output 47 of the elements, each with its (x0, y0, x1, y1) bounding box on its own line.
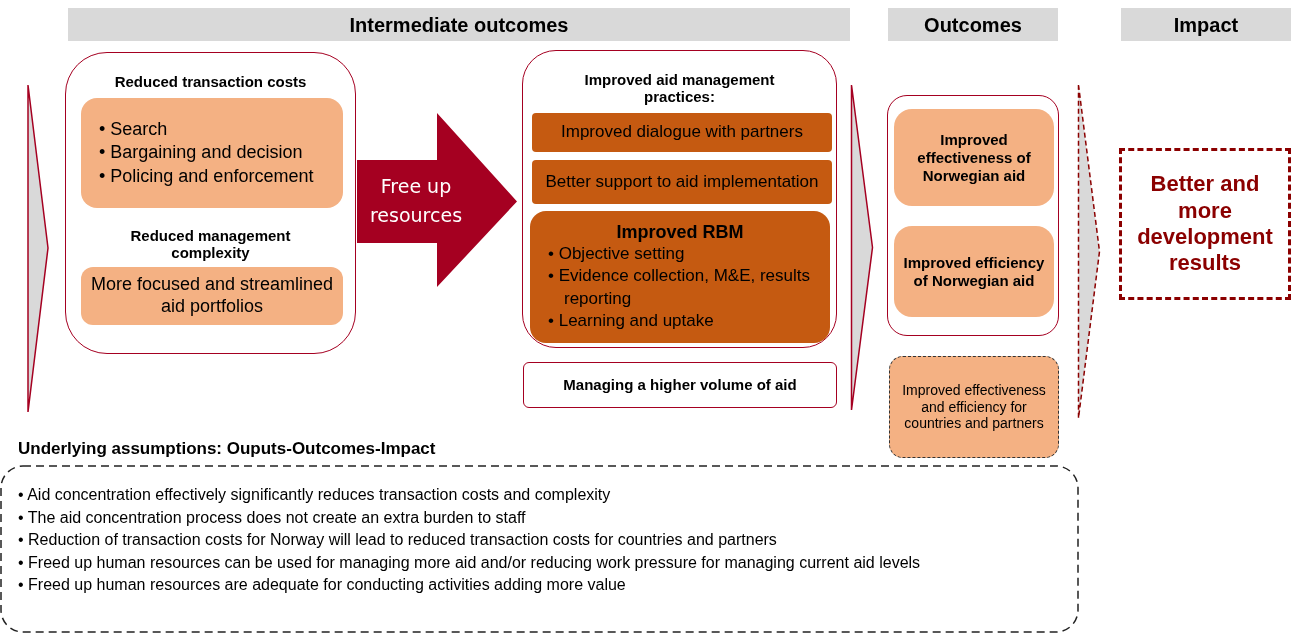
rounded-panel (522, 50, 837, 348)
dashed-box (889, 356, 1059, 458)
box-text: Better and more development results (1136, 171, 1274, 277)
chevron-arrow (1077, 84, 1101, 419)
box-text: Improved effectiveness and efficiency for countries and partners (901, 381, 1047, 433)
box-text: Improved efficiency of Norwegian aid (902, 253, 1046, 290)
box-text: Managing a higher volume of aid (562, 376, 798, 394)
rounded-panel (65, 52, 356, 354)
process-box (894, 109, 1054, 206)
process-box (81, 98, 343, 208)
panel-heading: Underlying assumptions: Ouputs-Outcomes-Impact (18, 439, 436, 459)
bullet-item: • Evidence collection, M&E, results reporting (548, 265, 811, 310)
rounded-panel (887, 95, 1059, 336)
box-text: More focused and streamlined aid portfolios (89, 274, 335, 318)
bullet-item: • Search (99, 117, 169, 141)
box-text: Improved dialogue with partners (560, 122, 804, 143)
chevron-arrow (850, 84, 874, 411)
process-box (532, 113, 832, 152)
process-box (894, 226, 1054, 317)
bullet-item: • Aid concentration effectively significantly reduces transaction costs and complexity (18, 485, 612, 505)
box-text: Better support to aid implementation (544, 171, 820, 193)
box-heading: Improved RBM (615, 222, 745, 244)
bullet-item: • Policing and enforcement (99, 164, 315, 188)
box-heading: Reduced management complexity (129, 227, 292, 261)
process-box (81, 267, 343, 325)
bullet-item: • Freed up human resources can be used for managing more aid and/or reducing work pressure for managing current aid levels (18, 552, 922, 573)
box-text: Improved effectiveness of Norwegian aid (916, 130, 1032, 185)
dashed-box (1119, 148, 1291, 300)
bullet-item: • Reduction of transaction costs for Norway will lead to reduced transaction costs for countries and partners (18, 530, 778, 550)
bullet-item: • Objective setting (548, 243, 686, 266)
box-text: Outcomes (923, 12, 1023, 37)
process-box (523, 362, 837, 408)
bullet-item: • Freed up human resources are adequate for conducting activities adding more value (18, 575, 627, 595)
box-text: Intermediate outcomes (348, 12, 570, 37)
box-heading: Reduced transaction costs (113, 73, 308, 90)
column-header-band (68, 8, 850, 41)
block-arrow (357, 113, 517, 287)
column-header-band (888, 8, 1058, 41)
process-box (530, 211, 830, 343)
box-text: Impact (1172, 12, 1240, 37)
bullet-item: • Bargaining and decision (99, 141, 304, 165)
bullet-item: • Learning and uptake (548, 309, 715, 332)
box-heading: Improved aid management practices: (583, 71, 776, 105)
process-box (532, 160, 832, 204)
edge-label: Free up resources (368, 174, 464, 228)
column-header-band (1121, 8, 1291, 41)
bullet-item: • The aid concentration process does not create an extra burden to staff (18, 507, 527, 528)
